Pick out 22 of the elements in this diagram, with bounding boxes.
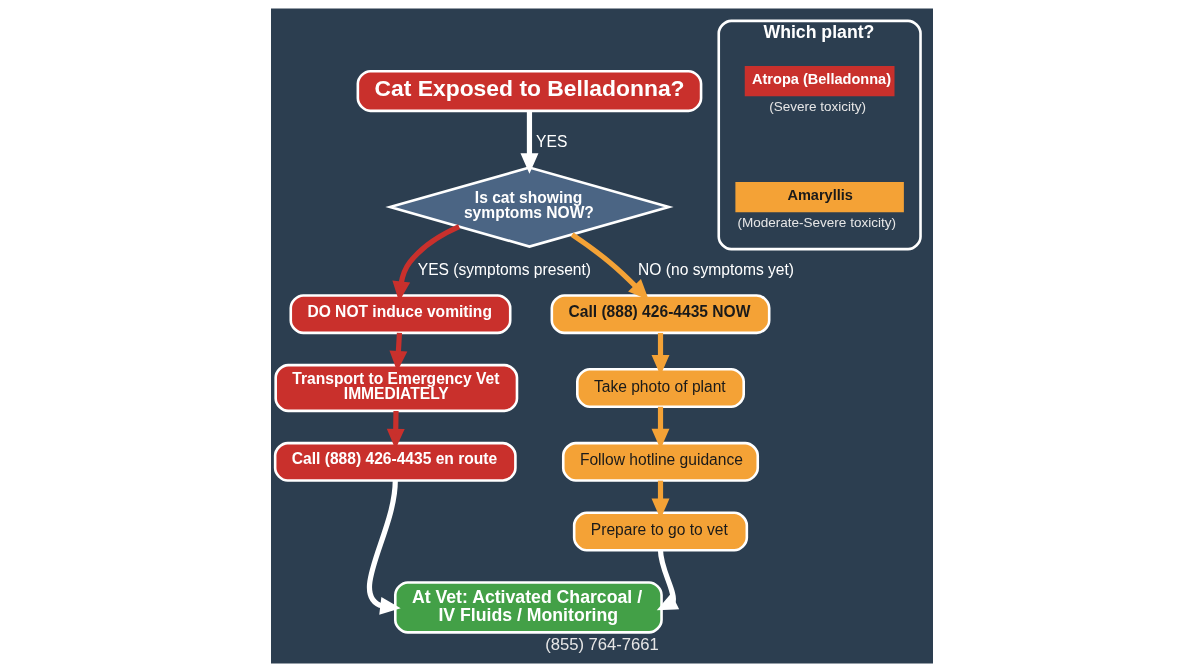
node-diamond: Is cat showing symptoms NOW? (385, 166, 674, 248)
node-box: Transport to Emergency Vet IMMEDIATELY (274, 363, 519, 413)
caption: (855) 764-7661 (545, 634, 659, 654)
arrow (656, 550, 680, 611)
arrow (520, 110, 539, 174)
node-box: Atropa (Belladonna) (744, 66, 895, 97)
node-box: DO NOT induce vomiting (289, 294, 512, 335)
edge-label: NO (no symptoms yet) (638, 260, 795, 278)
node-box: Follow hotline guidance (561, 441, 760, 482)
node-box: Amaryllis (735, 182, 904, 213)
node-box: Call (888) 426-4435 NOW (550, 294, 771, 335)
node-box: Call (888) 426-4435 en route (273, 441, 517, 482)
node-box: At Vet: Activated Charcoal / IV Fluids / Monitoring (394, 581, 663, 634)
node-box: Cat Exposed to Belladonna? (356, 70, 703, 113)
node-box: Prepare to go to vet (572, 511, 749, 552)
node-label: (Moderate-Severe toxicity) (737, 215, 896, 231)
arrow (366, 480, 401, 615)
arrow (570, 232, 649, 300)
edge-label: YES (536, 132, 568, 150)
node-label: (Severe toxicity) (769, 99, 867, 115)
edge-label: YES (symptoms present) (417, 260, 592, 278)
node-box: Take photo of plant (576, 367, 745, 409)
